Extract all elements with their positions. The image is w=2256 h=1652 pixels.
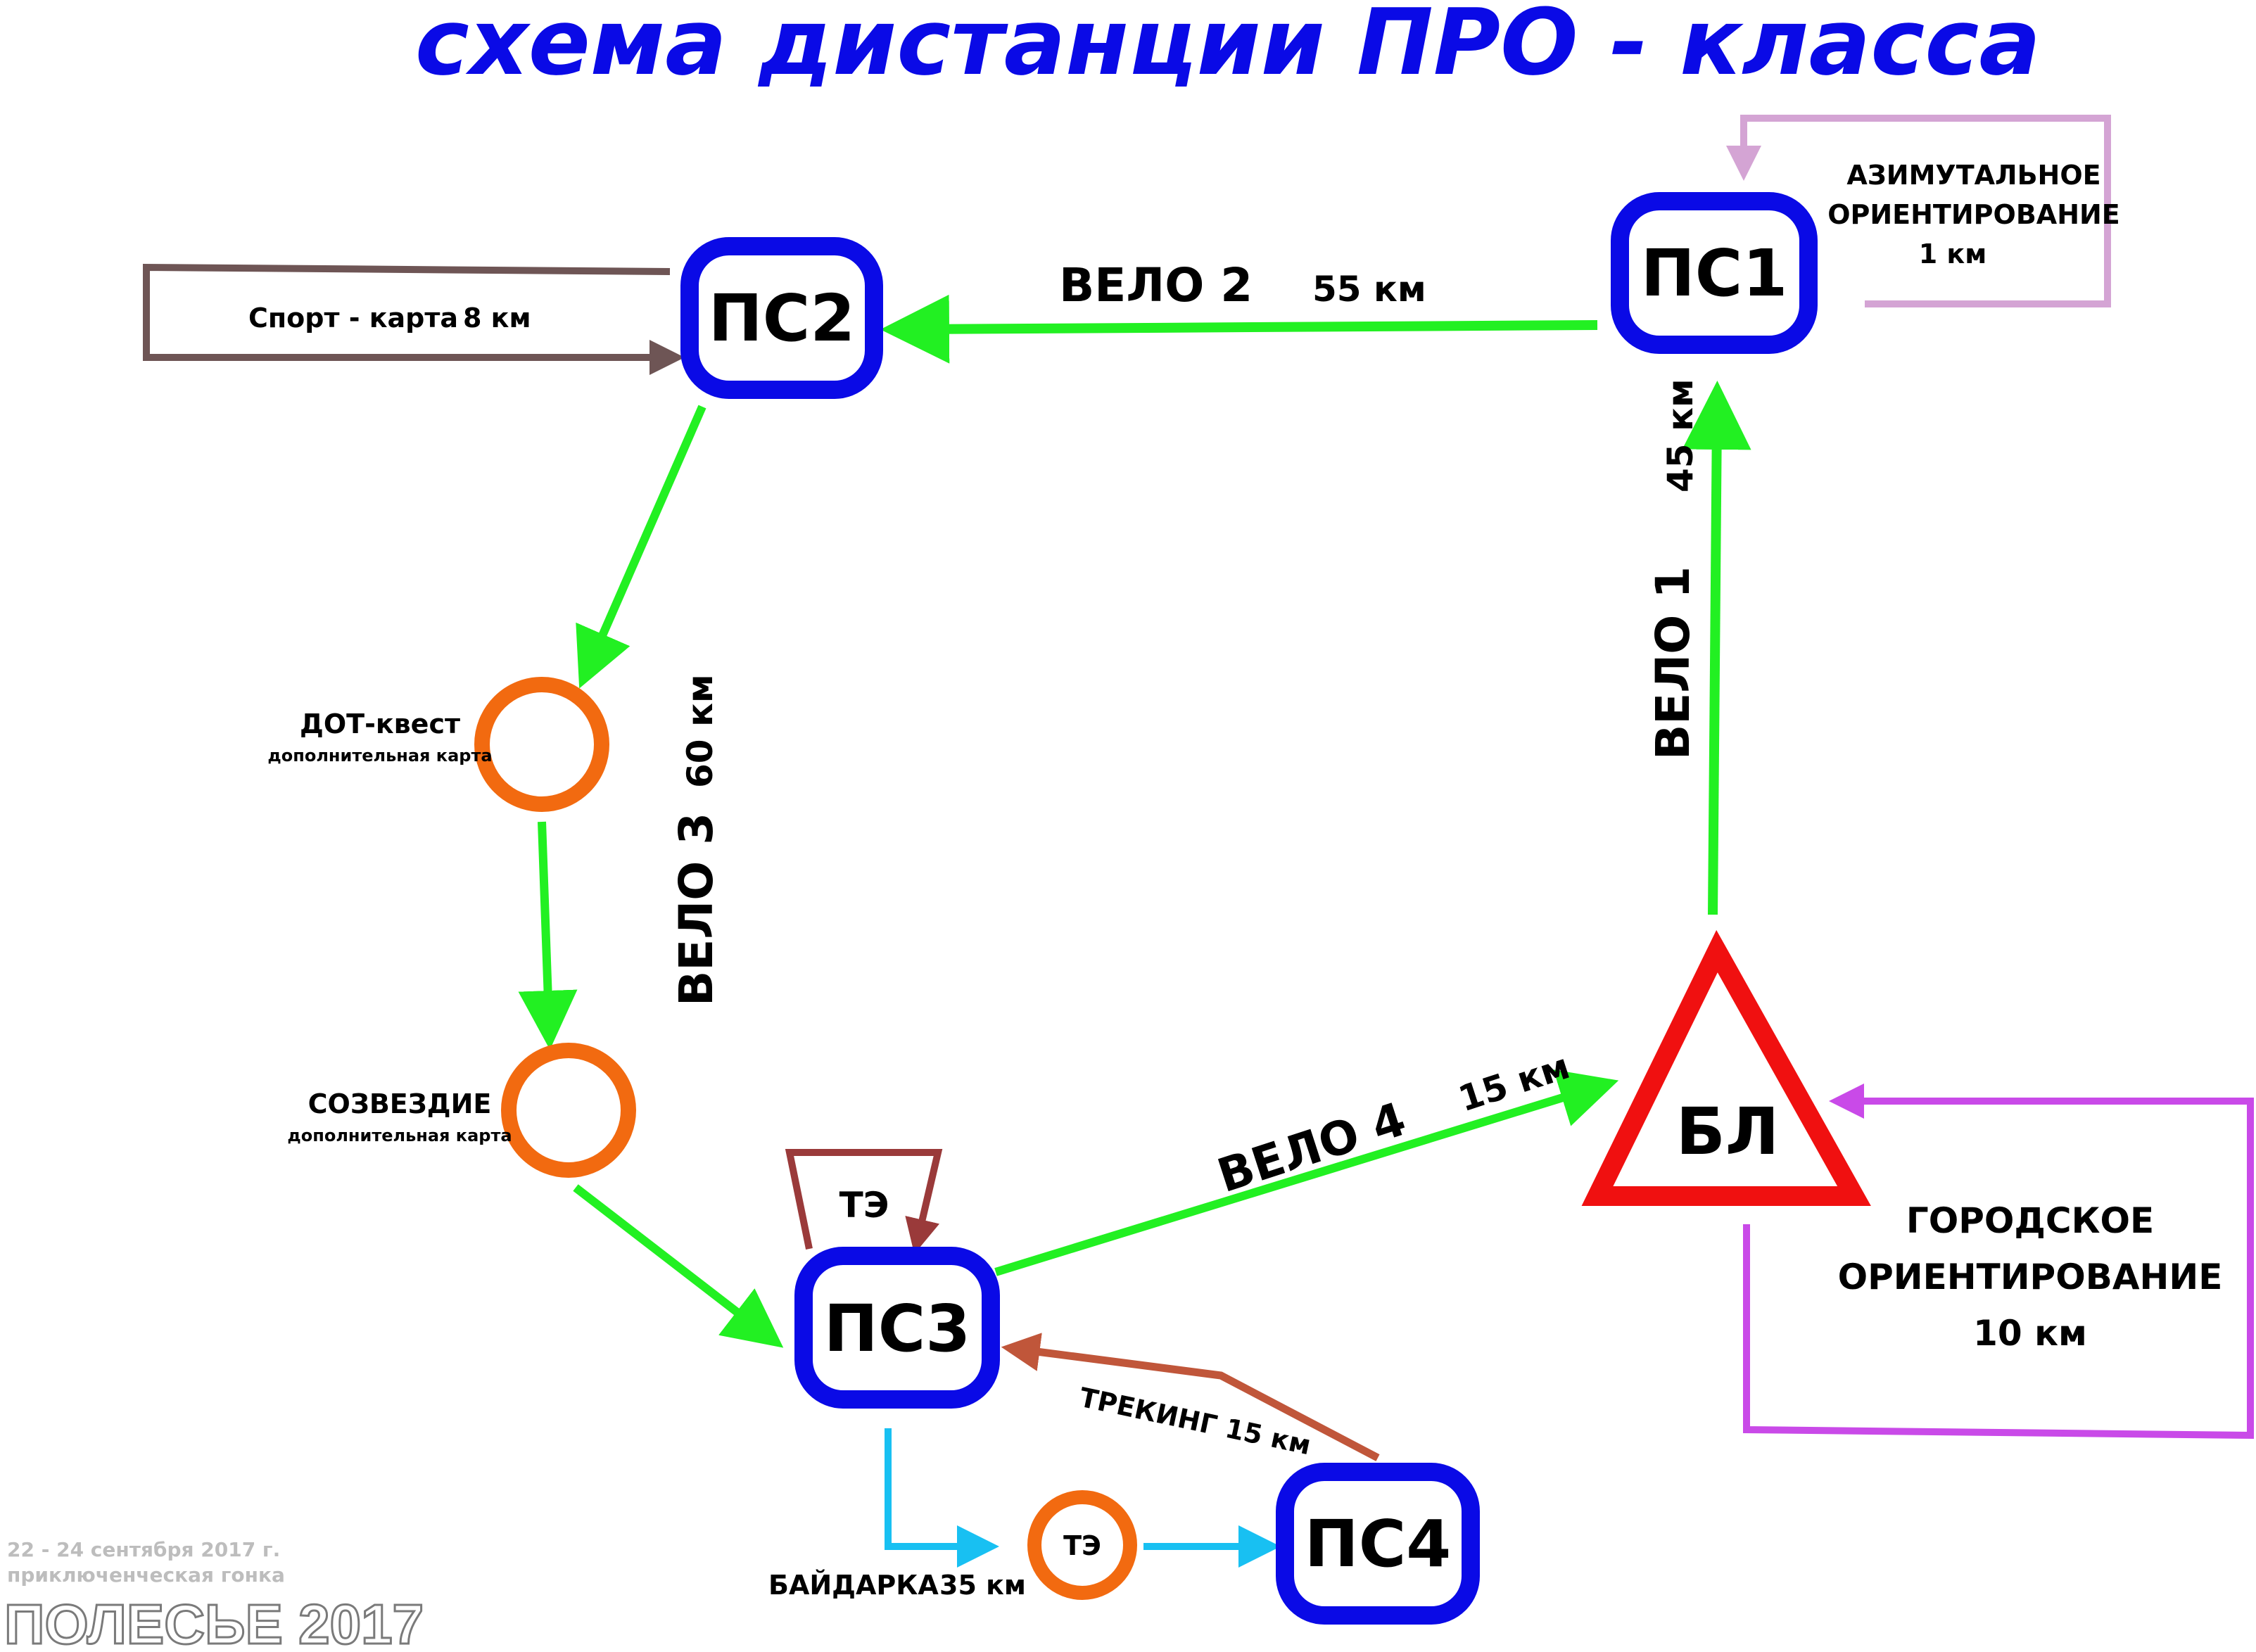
sport-map-label: Спорт - карта bbox=[248, 303, 458, 333]
bl-label: БЛ bbox=[1676, 1094, 1780, 1169]
ps2-node bbox=[680, 237, 883, 399]
trekking-label: ТРЕКИНГ 15 км bbox=[1077, 1382, 1314, 1461]
velo1-label: ВЕЛО 1 bbox=[1646, 566, 1700, 760]
footer-event-logo: ПОЛЕСЬЕ 2017 bbox=[4, 1593, 424, 1649]
azimuth-label-line1: АЗИМУТАЛЬНОЕ bbox=[1846, 160, 2100, 191]
velo3-arrow-segment3 bbox=[573, 1184, 784, 1348]
ps1-label: ПС1 bbox=[1641, 236, 1788, 311]
velo3-arrow-segment2 bbox=[518, 821, 578, 1050]
azimuth-loop-arrow bbox=[1726, 115, 2111, 307]
dot-quest-label: ДОТ-квест bbox=[300, 709, 460, 739]
azimuth-label-distance: 1 км bbox=[1919, 239, 1987, 269]
velo4-arrow bbox=[994, 1069, 1619, 1276]
kayak-arrow-segment1 bbox=[885, 1428, 999, 1568]
ps1-node bbox=[1611, 192, 1818, 354]
ps4-node bbox=[1276, 1463, 1480, 1625]
city-orientation-loop-arrow bbox=[1743, 1084, 2254, 1440]
velo2-arrow bbox=[880, 294, 1598, 364]
velo3-label: ВЕЛО 3 bbox=[669, 813, 723, 1006]
sport-map-distance: 8 км bbox=[463, 303, 531, 333]
constellation-label: СОЗВЕЗДИЕ bbox=[308, 1088, 492, 1119]
diagram-title: схема дистанции ПРО - класса bbox=[415, 0, 2041, 96]
velo1-arrow bbox=[1682, 381, 1751, 915]
velo1-distance: 45 км bbox=[1660, 379, 1701, 493]
footer-subtitle: приключенческая гонка bbox=[7, 1563, 285, 1587]
te-loop-label: ТЭ bbox=[839, 1185, 889, 1226]
te-checkpoint bbox=[1027, 1490, 1137, 1600]
velo3-arrow-segment1 bbox=[576, 405, 706, 689]
footer-dates: 22 - 24 сентября 2017 г. bbox=[7, 1538, 280, 1561]
kayak-label: БАЙДАРКА bbox=[768, 1570, 939, 1601]
velo2-distance: 55 км bbox=[1312, 269, 1426, 310]
constellation-sublabel: дополнительная карта bbox=[287, 1126, 512, 1145]
city-label-line2: ОРИЕНТИРОВАНИЕ bbox=[1838, 1257, 2223, 1297]
constellation-point bbox=[501, 1043, 636, 1178]
ps3-label: ПС3 bbox=[824, 1291, 971, 1366]
sport-map-loop-arrow bbox=[143, 263, 685, 375]
city-label-distance: 10 км bbox=[1973, 1313, 2087, 1354]
dot-quest-point bbox=[474, 677, 609, 812]
ps2-label: ПС2 bbox=[709, 281, 856, 356]
velo2-label: ВЕЛО 2 bbox=[1059, 258, 1253, 312]
azimuth-label-line2: ОРИЕНТИРОВАНИЕ bbox=[1827, 199, 2120, 230]
bl-node bbox=[1581, 929, 1871, 1206]
ps4-label: ПС4 bbox=[1305, 1506, 1452, 1582]
velo4-label: ВЕЛО 4 bbox=[1211, 1092, 1412, 1203]
trekking-arrow bbox=[1001, 1333, 1380, 1461]
ps3-node bbox=[794, 1247, 1000, 1409]
te-loop-arrow bbox=[785, 1149, 943, 1254]
city-label-line1: ГОРОДСКОЕ bbox=[1906, 1200, 2154, 1241]
dot-quest-sublabel: дополнительная карта bbox=[267, 746, 492, 765]
kayak-distance: 35 км bbox=[939, 1570, 1026, 1601]
te-checkpoint-label: ТЭ bbox=[1063, 1530, 1101, 1561]
velo3-distance: 60 км bbox=[680, 674, 721, 788]
